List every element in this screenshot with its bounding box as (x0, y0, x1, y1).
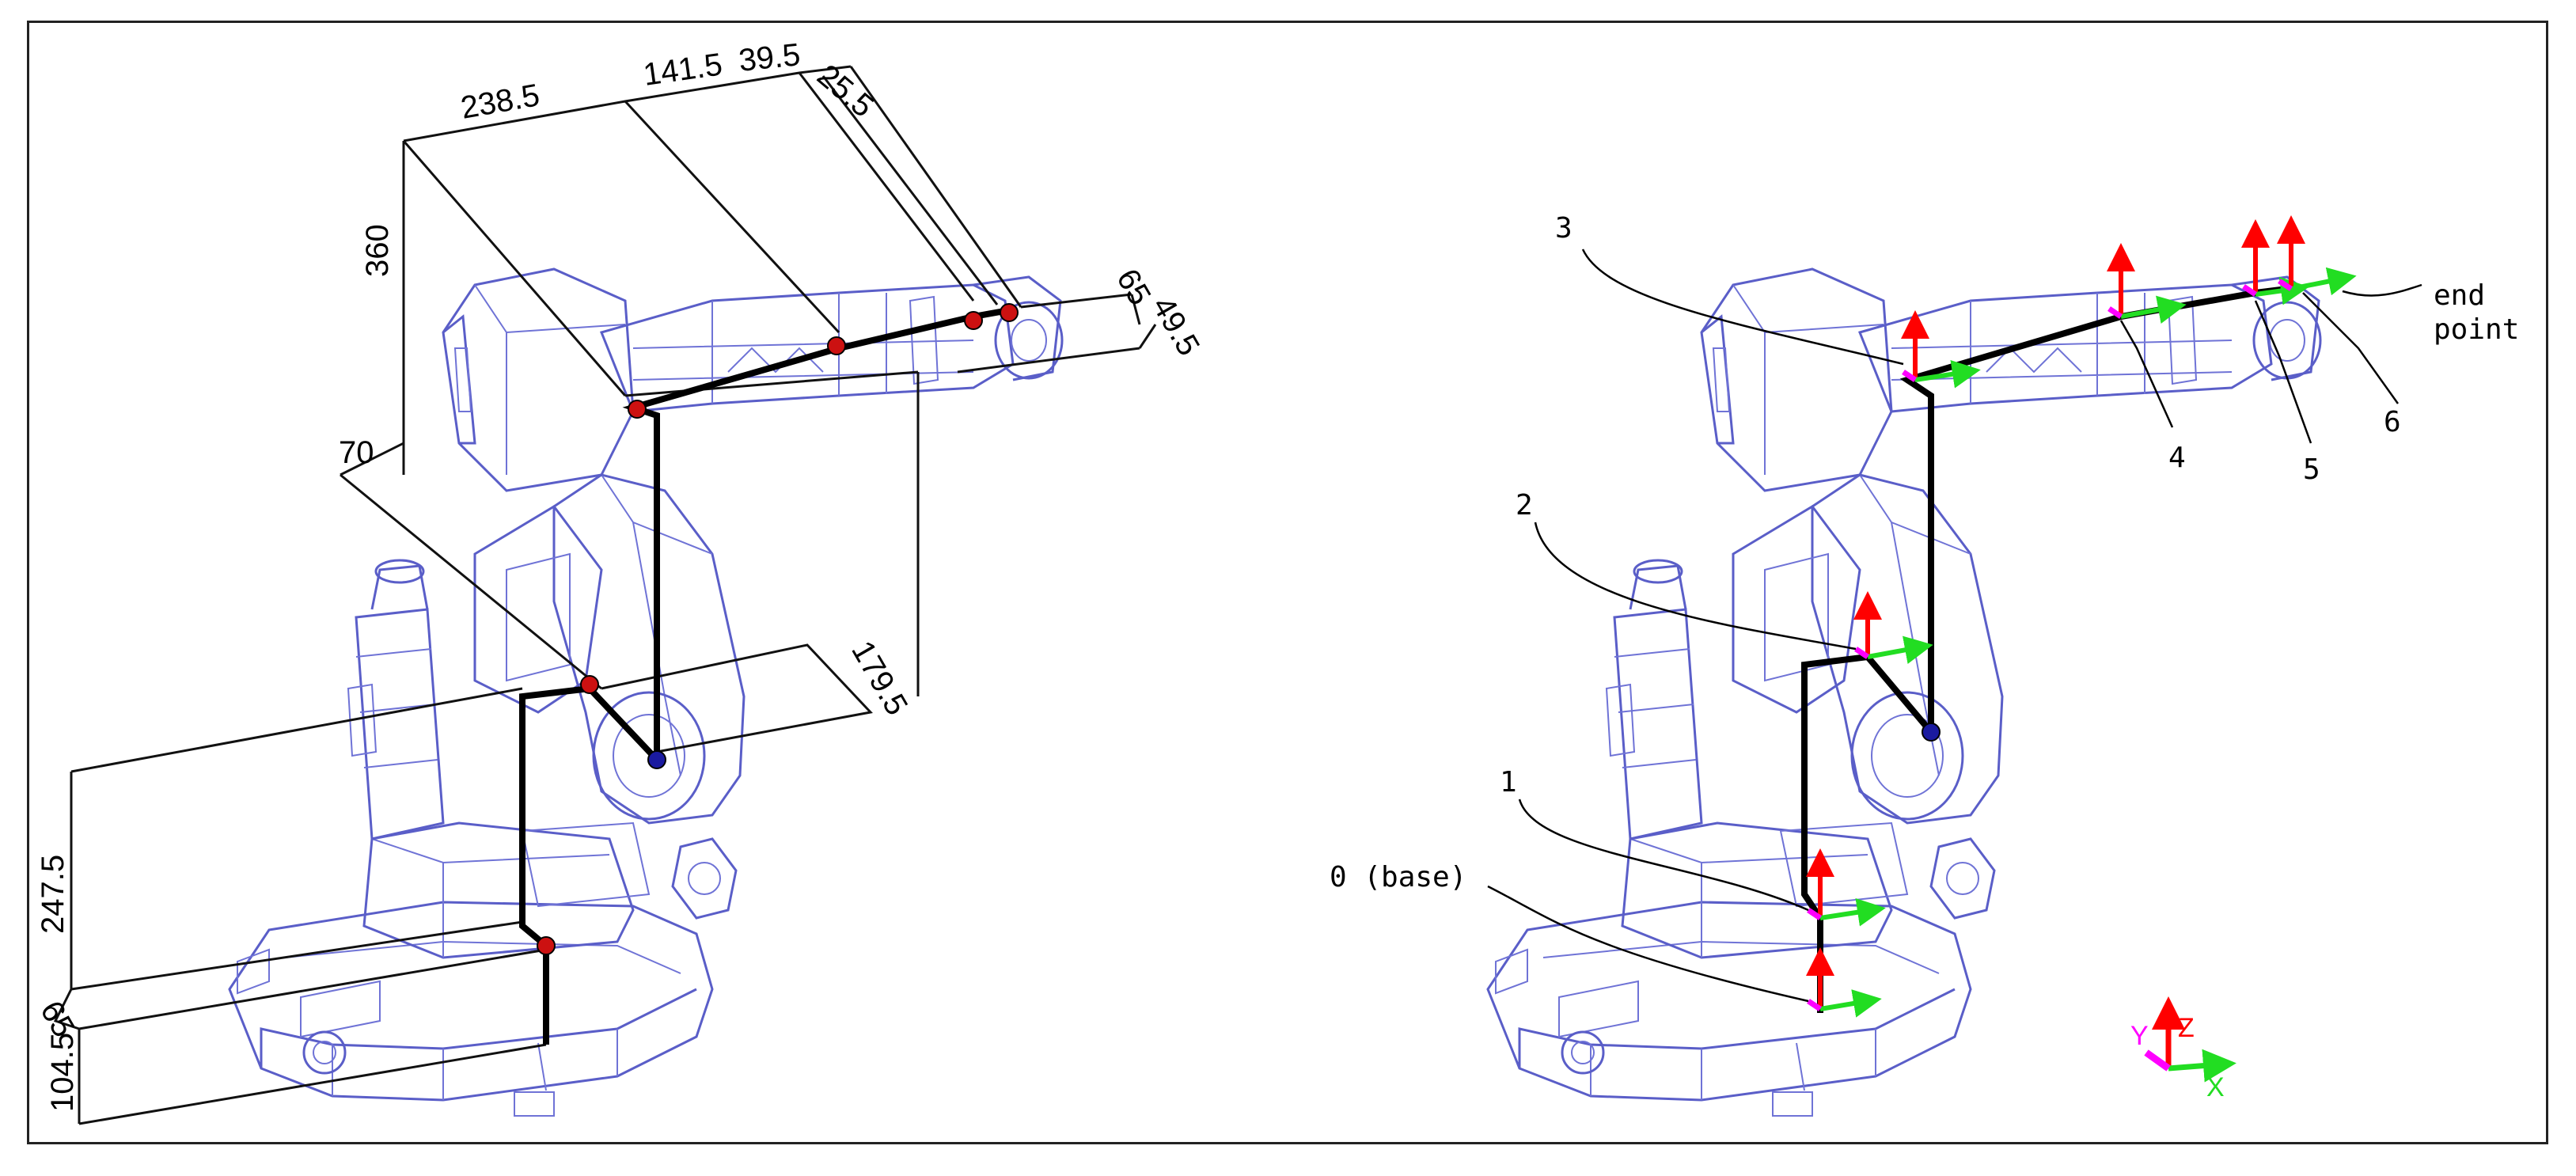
joint-marker (827, 336, 846, 355)
end-point-label: end (2434, 279, 2485, 312)
frame-2-axes (1853, 591, 1933, 664)
frame-6-axes (2277, 215, 2357, 296)
frame-label-6: 6 (2384, 406, 2401, 438)
dimension-label: 141.5 (641, 47, 724, 93)
frame-label-5: 5 (2303, 453, 2320, 486)
joint-marker (1000, 303, 1019, 322)
frame-label-2: 2 (1516, 489, 1533, 522)
frame-label-0: 0 (base) (1330, 861, 1466, 893)
dimension-label: 39.5 (737, 37, 802, 78)
origin-marker (647, 750, 666, 769)
dimension-label: 104.5 (45, 1033, 80, 1112)
left-panel-kinematic-dimensions: 238.5 141.5 39.5 25.5 360 65 49.5 70 179… (33, 37, 1206, 1125)
dimension-label: 360 (360, 224, 395, 277)
legend-x-label: X (2206, 1072, 2225, 1102)
joint-marker (964, 311, 983, 330)
axis-legend: Z Y X (2130, 996, 2236, 1102)
end-point-label: point (2434, 313, 2519, 346)
joint-marker (628, 400, 647, 419)
origin-marker (1922, 723, 1941, 742)
frame-0-axes (1806, 947, 1882, 1018)
frame-label-4: 4 (2168, 442, 2186, 474)
legend-y-label: Y (2130, 1021, 2149, 1051)
dimension-lines (53, 65, 1157, 1125)
dimension-label: 70 (339, 435, 374, 470)
dimension-label: 247.5 (36, 855, 70, 934)
joint-marker (580, 675, 599, 694)
legend-z-label: Z (2178, 1013, 2195, 1043)
dimension-label: 65 (1110, 264, 1157, 312)
dimension-label: 25.5 (810, 58, 880, 124)
frame-4-axes (2107, 243, 2187, 324)
kinematic-chain (1801, 286, 2288, 1013)
joint-marker (537, 936, 556, 955)
frame-1-axes (1806, 848, 1886, 927)
dimension-label: 179.5 (844, 635, 914, 722)
frame-label-1: 1 (1500, 766, 1517, 799)
leader-lines (1487, 248, 2422, 1003)
right-panel-coordinate-frames: 3 2 1 0 (base) 4 5 6 end point Z Y X (1330, 212, 2519, 1117)
frame-label-3: 3 (1555, 212, 1573, 245)
frame-3-axes (1901, 310, 1981, 389)
